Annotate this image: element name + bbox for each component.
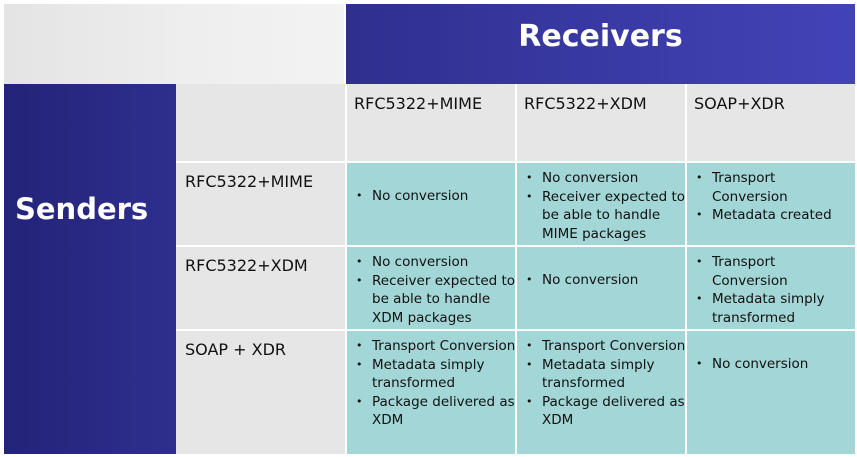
bullet-list: No conversion Receiver expected to be ab… xyxy=(524,169,686,243)
bullet-item: Transport Conversion xyxy=(694,253,855,290)
cell-mime-to-soap: Transport Conversion Metadata created xyxy=(686,162,855,246)
row-header-label: RFC5322+XDM xyxy=(185,256,308,275)
column-header-label: RFC5322+MIME xyxy=(354,94,483,113)
cell-mime-to-mime: No conversion xyxy=(346,162,516,246)
bullet-item: Transport Conversion xyxy=(524,337,686,356)
bullet-item: No conversion xyxy=(354,253,516,272)
column-header-label: RFC5322+XDM xyxy=(524,94,647,113)
cell-mime-to-xdm: No conversion Receiver expected to be ab… xyxy=(516,162,686,246)
bullet-item: No conversion xyxy=(524,169,686,188)
bullet-list: Transport Conversion Metadata simply tra… xyxy=(354,337,516,430)
bullet-list: Transport Conversion Metadata simply tra… xyxy=(524,337,686,430)
cell-soap-to-soap: No conversion xyxy=(686,330,855,454)
column-header-label: SOAP+XDR xyxy=(694,94,785,113)
bullet-item: Package delivered as XDM xyxy=(354,393,516,430)
bullet-item: Metadata simply transformed xyxy=(524,356,686,393)
row-header-label: SOAP + XDR xyxy=(185,340,287,359)
bullet-item: No conversion xyxy=(694,355,855,374)
cell-soap-to-xdm: Transport Conversion Metadata simply tra… xyxy=(516,330,686,454)
senders-label: Senders xyxy=(15,192,149,226)
bullet-list: No conversion xyxy=(354,187,516,206)
column-header-rfc5322-mime: RFC5322+MIME xyxy=(346,84,516,162)
bullet-item: Metadata simply transformed xyxy=(354,356,516,393)
bullet-item: Receiver expected to be able to handle X… xyxy=(354,272,516,328)
bullet-item: Transport Conversion xyxy=(694,169,855,206)
bullet-item: Transport Conversion xyxy=(354,337,516,356)
bullet-list: No conversion xyxy=(694,355,855,374)
grid-line xyxy=(345,84,347,454)
bullet-item: Receiver expected to be able to handle M… xyxy=(524,188,686,244)
cell-xdm-to-mime: No conversion Receiver expected to be ab… xyxy=(346,246,516,330)
receivers-label: Receivers xyxy=(518,18,683,54)
column-header-rfc5322-xdm: RFC5322+XDM xyxy=(516,84,686,162)
corner-cell xyxy=(4,4,346,84)
bullet-item: Metadata simply transformed xyxy=(694,290,855,327)
bullet-list: Transport Conversion Metadata created xyxy=(694,169,855,225)
inner-corner-cell xyxy=(176,84,346,162)
grid-line xyxy=(515,84,517,454)
cell-xdm-to-soap: Transport Conversion Metadata simply tra… xyxy=(686,246,855,330)
senders-header: Senders xyxy=(4,84,176,454)
bullet-item: Package delivered as XDM xyxy=(524,393,686,430)
bullet-item: No conversion xyxy=(524,271,686,290)
row-header-rfc5322-xdm: RFC5322+XDM xyxy=(176,246,346,330)
cell-soap-to-mime: Transport Conversion Metadata simply tra… xyxy=(346,330,516,454)
bullet-item: Metadata created xyxy=(694,206,855,225)
row-header-rfc5322-mime: RFC5322+MIME xyxy=(176,162,346,246)
grid-line xyxy=(685,84,687,454)
bullet-list: No conversion Receiver expected to be ab… xyxy=(354,253,516,327)
bullet-item: No conversion xyxy=(354,187,516,206)
row-header-soap-xdr: SOAP + XDR xyxy=(176,330,346,454)
cell-xdm-to-xdm: No conversion xyxy=(516,246,686,330)
receivers-header: Receivers xyxy=(346,4,855,84)
bullet-list: No conversion xyxy=(524,271,686,290)
row-header-label: RFC5322+MIME xyxy=(185,172,314,191)
bullet-list: Transport Conversion Metadata simply tra… xyxy=(694,253,855,327)
column-header-soap-xdr: SOAP+XDR xyxy=(686,84,855,162)
